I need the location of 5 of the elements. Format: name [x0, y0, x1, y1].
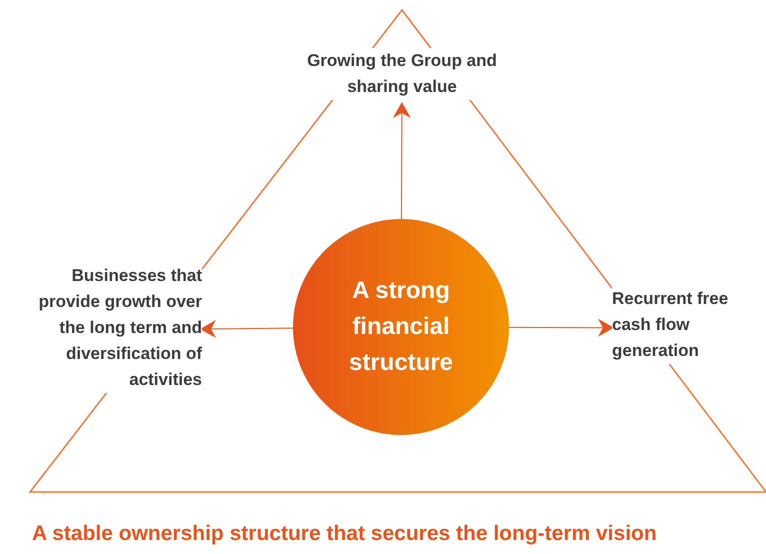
base-caption: A stable ownership structure that secures the long-term vision: [32, 522, 657, 546]
arrow: [392, 102, 411, 220]
center-circle: A strong financial structure: [293, 219, 509, 435]
arrow: [200, 320, 294, 338]
arrow: [508, 318, 614, 337]
